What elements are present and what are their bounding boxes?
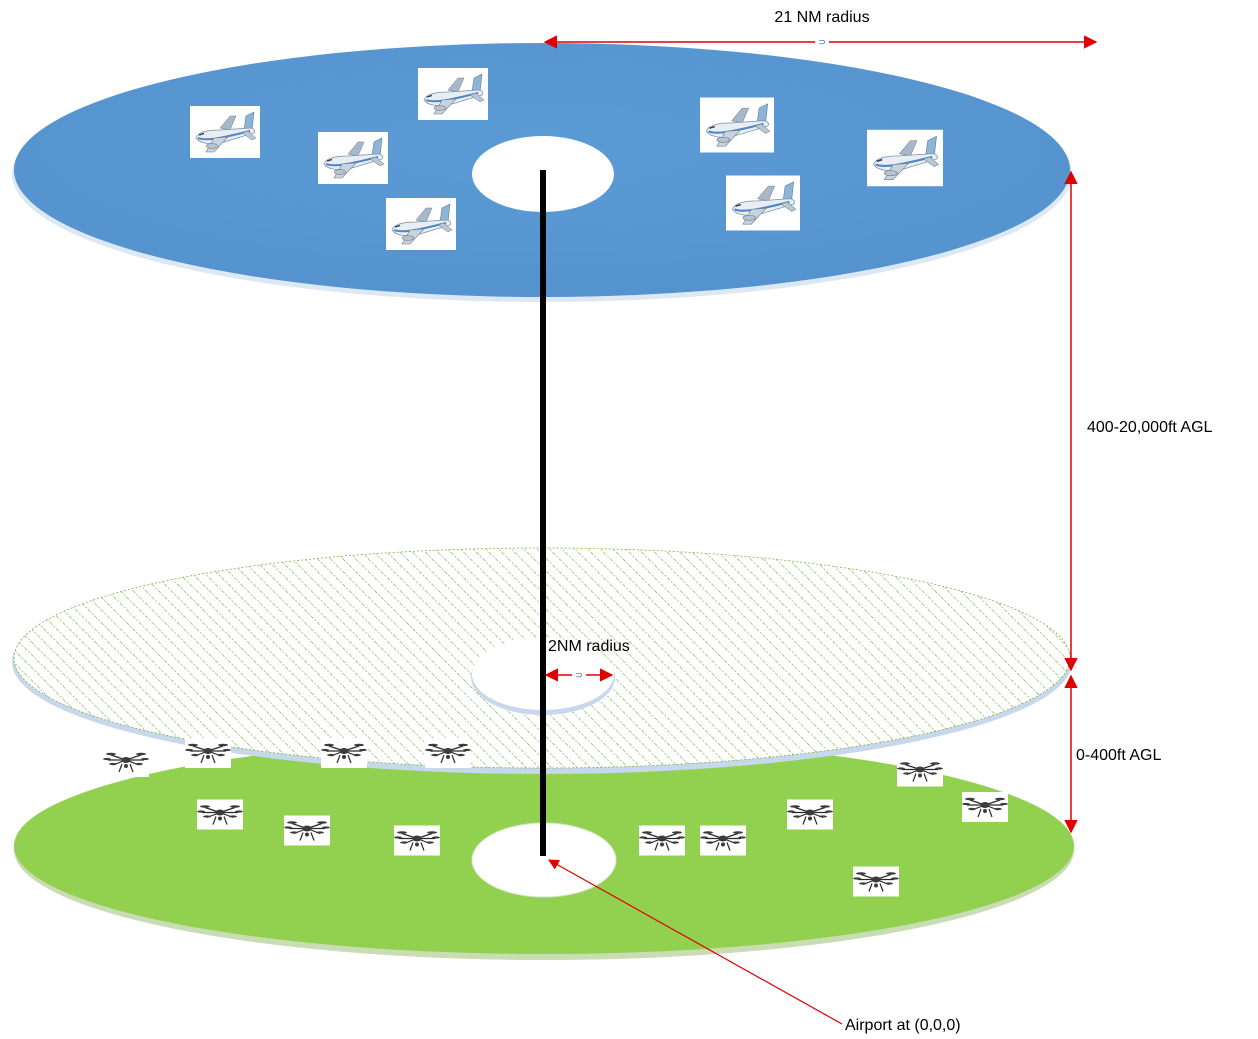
drone-icon — [962, 791, 1008, 823]
airplane-icon — [867, 128, 943, 188]
drone-icon — [197, 799, 243, 830]
outer-radius-arrow-glyph: ⊃ — [818, 38, 826, 48]
airplane-icon — [190, 106, 260, 158]
drone-icon — [284, 815, 330, 846]
dimension-arrows — [543, 35, 1098, 1025]
drone-icon — [700, 825, 746, 856]
outer-radius-arrow-glyph-bg — [815, 37, 829, 47]
airplane-icon — [726, 174, 800, 232]
drone-icon — [425, 737, 471, 769]
airplane-icon — [318, 132, 388, 184]
drone-icon — [639, 825, 685, 856]
drone-icon — [103, 747, 149, 777]
drone-icon — [185, 737, 231, 769]
upper-band-label: 400-20,000ft AGL — [1087, 419, 1213, 436]
outer-radius-label: 21 NM radius — [774, 9, 869, 26]
inner-radius-arrow-glyph: ⊃ — [575, 671, 583, 681]
airplane-icon — [700, 96, 774, 154]
lower-band-label: 0-400ft AGL — [1076, 747, 1161, 764]
drone-icon — [787, 799, 833, 830]
drone-icon — [853, 866, 899, 897]
inner-radius-arrow-glyph-bg — [572, 670, 586, 680]
drone-icon — [897, 756, 943, 787]
drone-icon — [394, 825, 440, 856]
airplane-icon — [418, 68, 488, 120]
inner-radius-label: 2NM radius — [548, 638, 630, 655]
airplane-icon — [386, 198, 456, 250]
airport-label: Airport at (0,0,0) — [845, 1017, 961, 1034]
airport-pointer-arrow — [548, 859, 843, 1025]
drone-icon — [321, 737, 367, 769]
